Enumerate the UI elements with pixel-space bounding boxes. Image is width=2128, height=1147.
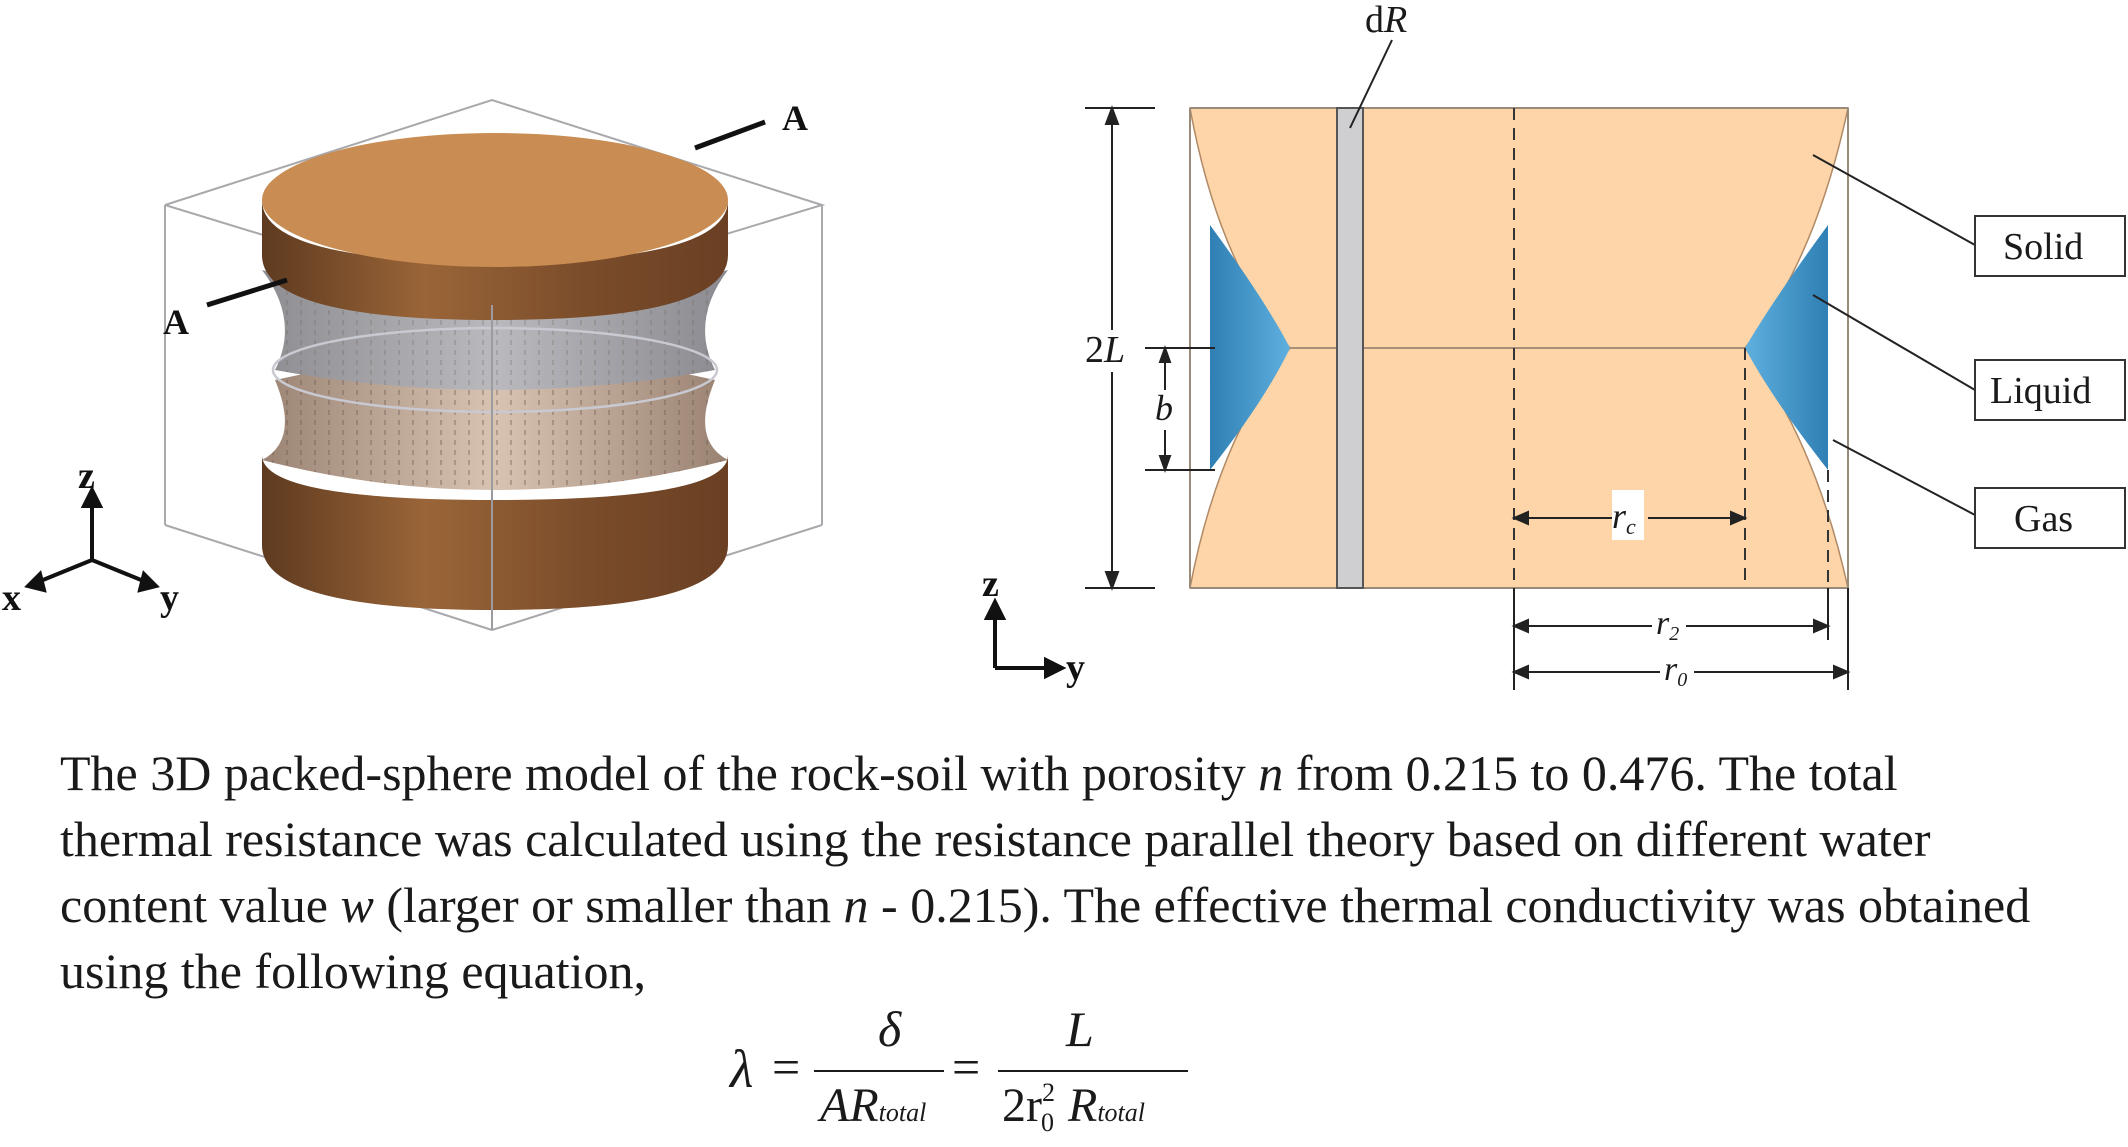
dashed-guides [1513, 108, 1829, 588]
svg-text:Gas: Gas [2014, 498, 2073, 540]
label-r2: r2 [1656, 605, 1679, 645]
liquid-region-right [1745, 225, 1828, 470]
eq-fraction-bar-2 [998, 1070, 1188, 1072]
legend-solid: Solid [1974, 215, 2126, 277]
sphere-top-face [262, 133, 728, 267]
label-a-top-leader [694, 119, 766, 151]
eq-AR: ARtotal [820, 1079, 927, 1132]
legend-liquid: Liquid [1974, 359, 2126, 421]
cross-section-diagram: dR 2L b [982, 0, 2126, 691]
dR-leader [1349, 39, 1393, 129]
label-a-side: A [163, 302, 189, 342]
eq-lambda: λ [730, 1039, 754, 1099]
dimension-b [1145, 345, 1215, 473]
dimension-r2 [1511, 588, 1831, 690]
rc-label-bg [1612, 490, 1644, 540]
dR-strip [1336, 107, 1364, 589]
figure-caption: The 3D packed-sphere model of the rock-s… [60, 745, 2031, 999]
label-a-top: A [782, 98, 808, 138]
axis2d-y-label: y [1066, 647, 1085, 689]
eq-equals-2: = [952, 1039, 981, 1095]
packed-sphere-3d-model: A A z x y [2, 98, 826, 631]
upper-sphere-body [262, 200, 728, 320]
legend-leaders [1812, 154, 1976, 516]
axis2d-z-label: z [982, 563, 999, 605]
dimension-2L [1085, 105, 1155, 591]
axis-z-label: z [78, 455, 95, 497]
legend-gas: Gas [1974, 487, 2126, 549]
label-dR: dR [1365, 0, 1407, 41]
axis-x-label: x [2, 577, 21, 619]
axis-y-label: y [160, 577, 179, 619]
dimension-rc [1511, 510, 1748, 526]
label-a-side-leader [206, 277, 288, 308]
lower-sphere-body [262, 455, 728, 610]
axes-3d [24, 485, 160, 593]
eq-L: L [1066, 1001, 1094, 1057]
svg-text:Liquid: Liquid [1990, 370, 2091, 412]
axes-2d [983, 597, 1067, 680]
contact-plane-ellipse [271, 326, 719, 414]
label-2L: 2L [1085, 329, 1125, 371]
liquid-region-left [1210, 225, 1290, 470]
label-r0: r0 [1664, 651, 1687, 691]
label-b: b [1155, 388, 1173, 428]
dimension-r0 [1511, 588, 1851, 690]
svg-text:Solid: Solid [2003, 226, 2083, 268]
eq-fraction-bar-1 [814, 1070, 944, 1072]
eq-delta: δ [878, 1001, 902, 1057]
eq-equals-1: = [772, 1039, 801, 1095]
